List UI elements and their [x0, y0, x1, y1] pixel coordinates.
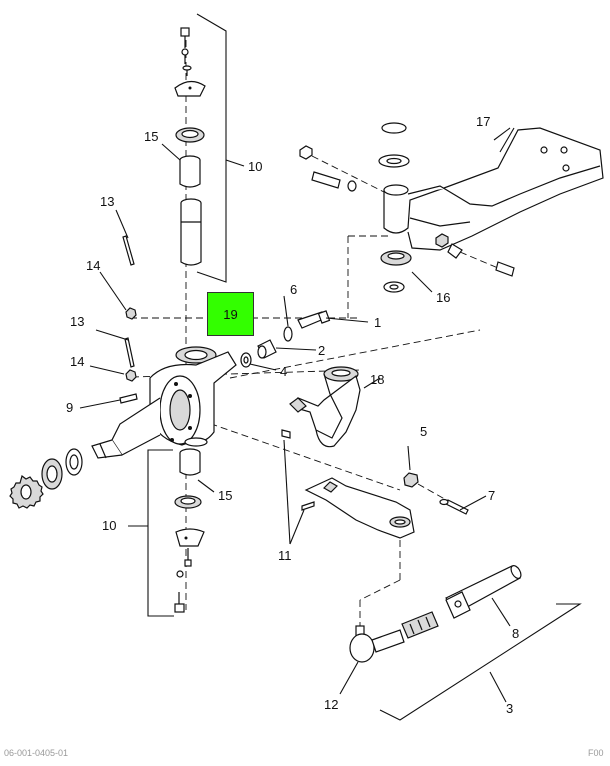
callout-10-top: 10 — [248, 159, 262, 174]
callout-4: 4 — [280, 364, 287, 379]
bracket-10-top — [196, 13, 227, 283]
callout-2: 2 — [318, 343, 325, 358]
callout-13-top: 13 — [100, 194, 114, 209]
callout-9: 9 — [66, 400, 73, 415]
cotter-pins-nuts — [119, 235, 138, 404]
spindle-nut-washers — [9, 448, 83, 509]
callout-10-bottom: 10 — [102, 518, 116, 533]
callout-5: 5 — [420, 424, 427, 439]
callout-leaders — [79, 127, 515, 695]
tie-rod-assembly — [301, 472, 522, 663]
steering-knuckle — [91, 317, 481, 491]
callout-6: 6 — [290, 282, 297, 297]
callout-11: 11 — [278, 548, 292, 563]
axle-beam — [299, 122, 604, 318]
footer-reference: 06-001-0405-01 — [4, 748, 69, 758]
bolt-spacer-washers — [240, 310, 331, 368]
bracket-3 — [379, 603, 582, 721]
callout-1: 1 — [374, 315, 381, 330]
callout-15-bottom: 15 — [218, 488, 232, 503]
callout-7: 7 — [488, 488, 495, 503]
highlighted-callout-label: 19 — [223, 306, 238, 322]
steering-arm — [281, 366, 361, 448]
callout-16: 16 — [436, 290, 450, 305]
callout-12: 12 — [324, 697, 338, 712]
callout-14-mid: 14 — [70, 354, 84, 369]
kingpin-top-kit — [174, 27, 206, 400]
callout-15-top: 15 — [144, 129, 158, 144]
highlighted-callout-19[interactable]: 19 — [207, 292, 254, 336]
kingpin-bottom-kit — [174, 448, 205, 613]
callout-17: 17 — [476, 114, 490, 129]
callout-3: 3 — [506, 701, 513, 716]
callout-labels: 1 2 3 4 5 6 7 8 9 10 10 11 12 13 13 14 1… — [66, 114, 519, 716]
bracket-10-bottom — [147, 449, 174, 617]
callout-18: 18 — [370, 372, 384, 387]
footer-page: F00 — [588, 748, 604, 758]
callout-14-top: 14 — [86, 258, 100, 273]
callout-8: 8 — [512, 626, 519, 641]
callout-13-mid: 13 — [70, 314, 84, 329]
